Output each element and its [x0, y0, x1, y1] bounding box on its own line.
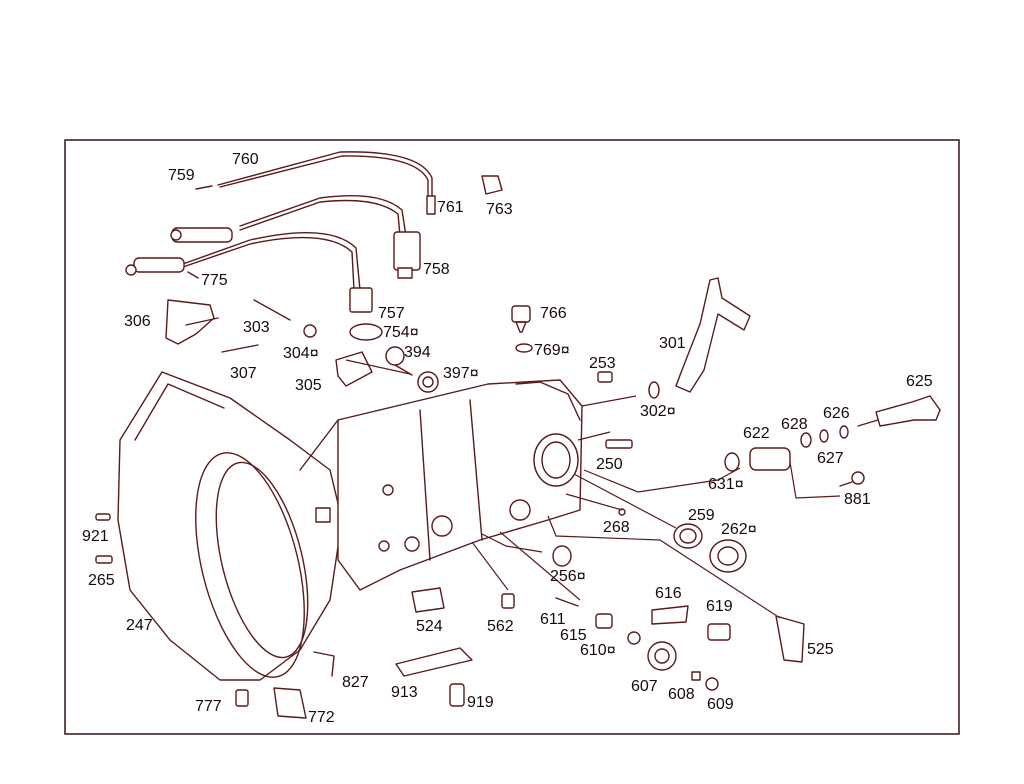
- callout-631: 631¤: [708, 476, 744, 493]
- callout-777: 777: [195, 698, 222, 715]
- callout-525: 525: [807, 641, 834, 658]
- callout-305: 305: [295, 377, 322, 394]
- output-parts: [552, 395, 941, 573]
- callout-827: 827: [342, 674, 369, 691]
- shift-lever-parts: [165, 299, 439, 393]
- selector-parts: [481, 175, 751, 399]
- callout-394: 394: [404, 344, 431, 361]
- callout-265: 265: [88, 572, 115, 589]
- callout-759: 759: [168, 167, 195, 184]
- callout-301: 301: [659, 335, 686, 352]
- callout-775: 775: [201, 272, 228, 289]
- callout-763: 763: [486, 201, 513, 218]
- callout-754: 754¤: [383, 324, 419, 341]
- callout-268: 268: [603, 519, 630, 536]
- callout-306: 306: [124, 313, 151, 330]
- callout-397: 397¤: [443, 365, 479, 382]
- callout-758: 758: [423, 261, 450, 278]
- callout-627: 627: [817, 450, 844, 467]
- callout-616: 616: [655, 585, 682, 602]
- callout-761: 761: [437, 199, 464, 216]
- callout-625: 625: [906, 373, 933, 390]
- callout-919: 919: [467, 694, 494, 711]
- callout-619: 619: [706, 598, 733, 615]
- diagram-frame: [64, 139, 960, 735]
- callout-247: 247: [126, 617, 153, 634]
- callout-628: 628: [781, 416, 808, 433]
- callout-626: 626: [823, 405, 850, 422]
- callout-303: 303: [243, 319, 270, 336]
- callout-302: 302¤: [640, 403, 676, 420]
- callout-labels: 759 760 761 763 758 775 306 303 757 754¤…: [82, 151, 933, 726]
- callout-615: 615: [560, 627, 587, 644]
- callout-757: 757: [378, 305, 405, 322]
- callout-772: 772: [308, 709, 335, 726]
- cable-assembly: [125, 151, 436, 313]
- callout-562: 562: [487, 618, 514, 635]
- transmission-housing: [117, 371, 583, 681]
- callout-259: 259: [688, 507, 715, 524]
- callout-769: 769¤: [534, 342, 570, 359]
- callout-610: 610¤: [580, 642, 616, 659]
- callout-307: 307: [230, 365, 257, 382]
- callout-253: 253: [589, 355, 616, 372]
- callout-766: 766: [540, 305, 567, 322]
- leader-lines: [345, 359, 841, 619]
- callout-304: 304¤: [283, 345, 319, 362]
- lower-parts: [95, 513, 805, 719]
- callout-608: 608: [668, 686, 695, 703]
- callout-524: 524: [416, 618, 443, 635]
- callout-881: 881: [844, 491, 871, 508]
- callout-611: 611: [540, 611, 566, 628]
- callout-622: 622: [743, 425, 770, 442]
- callout-256: 256¤: [550, 568, 586, 585]
- callout-913: 913: [391, 684, 418, 701]
- callout-250: 250: [596, 456, 623, 473]
- callout-921: 921: [82, 528, 109, 545]
- callout-760: 760: [232, 151, 259, 168]
- callout-607: 607: [631, 678, 658, 695]
- callout-609: 609: [707, 696, 734, 713]
- callout-262: 262¤: [721, 521, 757, 538]
